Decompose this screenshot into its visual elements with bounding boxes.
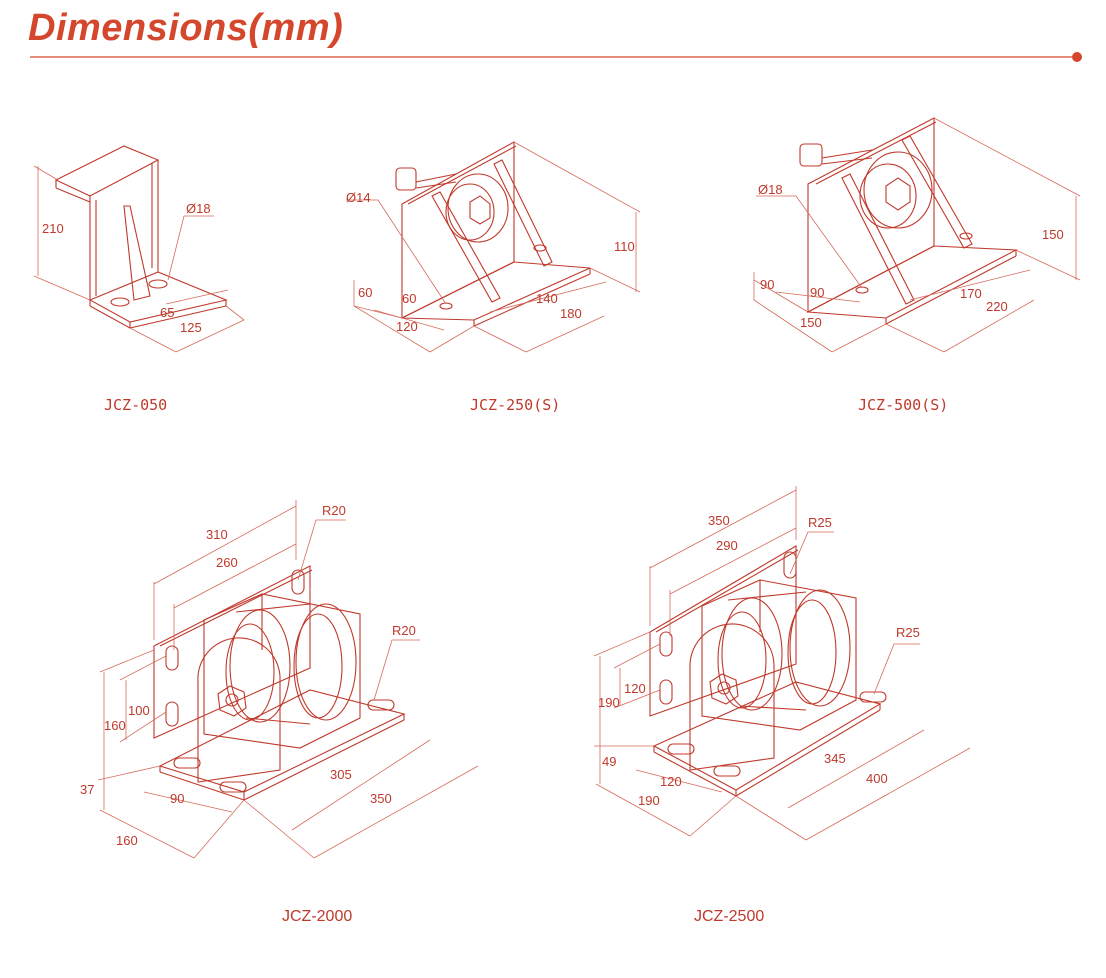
dim-label: 190 (638, 793, 660, 808)
dim-label: 170 (960, 286, 982, 301)
dim-label: 345 (824, 751, 846, 766)
labels-jcz-050: 210 Ø18 65 125 (42, 201, 211, 335)
dim-label: 150 (1042, 227, 1064, 242)
dim-label: 180 (560, 306, 582, 321)
dim-label: 310 (206, 527, 228, 542)
dim-label: 100 (128, 703, 150, 718)
dim-label: 350 (370, 791, 392, 806)
labels-jcz-500: Ø18 150 90 90 150 170 220 (758, 182, 1064, 330)
drawing-jcz-050 (54, 145, 228, 329)
drawing-jcz-2000 (153, 565, 406, 801)
dim-label: 110 (614, 239, 635, 254)
dim-label: R25 (896, 625, 920, 640)
dim-label: 120 (624, 681, 646, 696)
dim-label: 140 (536, 291, 558, 306)
drawing-jcz-2500 (649, 545, 887, 797)
labels-jcz-2000: 310 260 R20 R20 160 100 37 90 160 305 35… (80, 503, 416, 848)
model-caption-jcz-050: JCZ-050 (104, 396, 167, 414)
dim-label: 305 (330, 767, 352, 782)
dims-jcz-250 (346, 141, 641, 353)
dim-label: 190 (598, 695, 620, 710)
dim-label: 120 (396, 319, 418, 334)
model-caption-jcz-2000: JCZ-2000 (282, 908, 352, 925)
dim-label: Ø18 (186, 201, 211, 216)
dim-label: 125 (180, 320, 202, 335)
dim-label: 65 (160, 305, 174, 320)
dim-label: 90 (760, 277, 774, 292)
dim-label: 400 (866, 771, 888, 786)
dim-label: 210 (42, 221, 64, 236)
dim-label: 120 (660, 774, 682, 789)
dim-label: Ø14 (346, 190, 371, 205)
dim-label: 90 (810, 285, 824, 300)
dim-label: R25 (808, 515, 832, 530)
drawing-jcz-500 (799, 117, 1019, 325)
dim-label: 160 (116, 833, 138, 848)
dim-label: 160 (104, 718, 126, 733)
dim-label: Ø18 (758, 182, 783, 197)
dim-label: 60 (358, 285, 372, 300)
page-title: Dimensions(mm) (28, 7, 344, 49)
dim-label: 49 (602, 754, 616, 769)
dim-label: 260 (216, 555, 238, 570)
dims-jcz-050 (33, 165, 245, 353)
labels-jcz-2500: 350 290 R25 R25 120 190 49 120 190 345 4… (598, 513, 920, 808)
dim-label: 290 (716, 538, 738, 553)
dim-label: R20 (322, 503, 346, 518)
drawing-jcz-250 (395, 141, 591, 327)
header-rule (30, 52, 1082, 62)
dims-jcz-2500 (593, 486, 971, 841)
dim-label: 150 (800, 315, 822, 330)
dim-label: 90 (170, 791, 184, 806)
model-caption-jcz-250: JCZ-250(S) (470, 396, 560, 414)
dim-label: 220 (986, 299, 1008, 314)
dim-label: R20 (392, 623, 416, 638)
model-caption-jcz-2500: JCZ-2500 (694, 908, 764, 925)
model-caption-jcz-500: JCZ-500(S) (858, 396, 948, 414)
dim-label: 37 (80, 782, 94, 797)
dim-label: 350 (708, 513, 730, 528)
dims-jcz-2000 (97, 500, 479, 859)
labels-jcz-250: Ø14 110 60 60 120 140 180 (346, 190, 635, 334)
dim-label: 60 (402, 291, 416, 306)
dims-jcz-500 (753, 117, 1081, 353)
